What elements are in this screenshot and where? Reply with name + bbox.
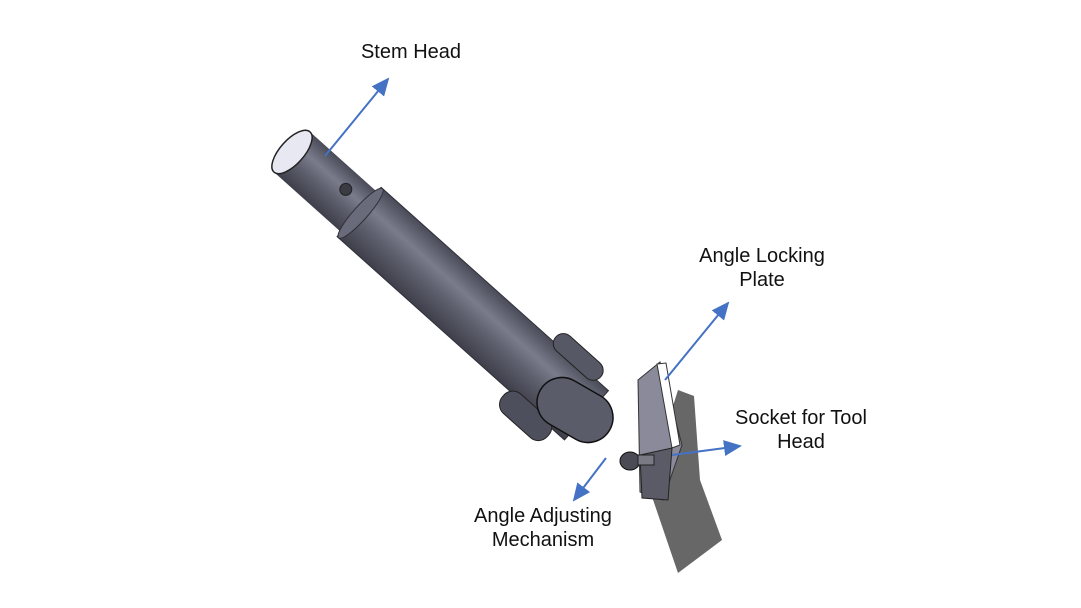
- stem-head-arrow: [324, 77, 390, 157]
- label-line: Angle Adjusting: [474, 505, 612, 527]
- label-line: Angle Locking: [699, 245, 825, 267]
- angle-adjusting-arrow: [572, 457, 607, 502]
- stem-head-end: [271, 129, 313, 175]
- stem-head-label: Stem Head: [360, 41, 462, 63]
- label-line: Plate: [739, 269, 785, 291]
- socket-for-tool-head-label: Socket for Tool Head: [716, 406, 886, 454]
- label-line: Mechanism: [491, 529, 595, 551]
- stem-tube: [271, 129, 610, 442]
- label-line: Socket for Tool: [735, 407, 867, 429]
- angle-adjusting-mechanism-label: Angle Adjusting Mechanism: [458, 504, 628, 552]
- angle-locking-plate-arrow: [664, 301, 730, 381]
- angle-locking-plate-label: Angle Locking Plate: [682, 244, 842, 292]
- adjusting-knob: [619, 451, 641, 471]
- socket-arrow: [671, 440, 742, 457]
- label-line: Head: [777, 431, 825, 453]
